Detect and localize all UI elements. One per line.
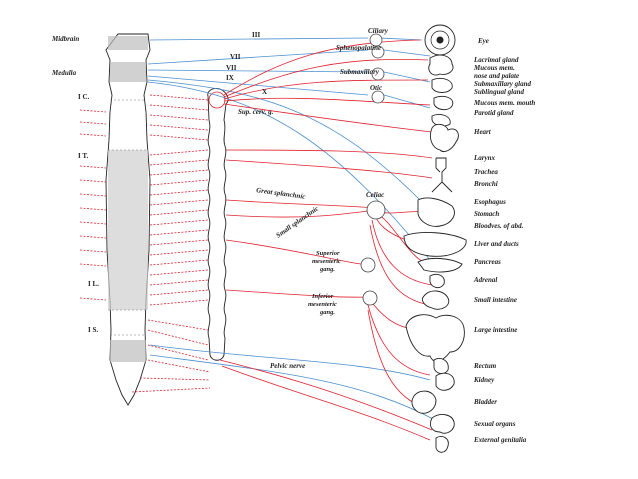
ganglia	[360, 33, 386, 306]
sup-mes-label-2: mesenteric	[312, 258, 341, 265]
trachea-icon	[431, 157, 453, 193]
superior-mesenteric-ganglion	[360, 257, 376, 273]
organ-label: Liver and ducts	[473, 240, 519, 248]
submaxillary-ganglion	[371, 67, 385, 81]
organ-label: Mucous mem. mouth	[473, 99, 535, 107]
organ-label: Eye	[477, 37, 489, 45]
sup-mes-label-1: Superior	[316, 250, 340, 257]
inf-mes-label-2: mesenteric	[308, 301, 337, 308]
sympathetic-chain	[207, 87, 229, 361]
organ-label: Large intestine	[473, 326, 517, 334]
celiac-label: Celiac	[366, 191, 384, 199]
genitalia-icon	[435, 435, 449, 453]
inferior-mesenteric-ganglion	[362, 290, 378, 306]
organ-label: Bronchi	[473, 180, 498, 188]
cervical-1-label: I C.	[78, 93, 90, 101]
stomach-icon	[417, 197, 455, 227]
nerve-VII-label: VII	[226, 64, 237, 72]
pelvic-nerve-label: Pelvic nerve	[270, 362, 305, 370]
glands-icon	[428, 54, 454, 76]
sexual-organs-icon	[429, 414, 455, 434]
organ-label: Heart	[473, 128, 492, 136]
large-intestine-icon	[405, 314, 465, 362]
heart-icon	[429, 123, 459, 153]
organ-label: Larynx	[473, 154, 496, 162]
small-intestine-icon	[421, 290, 450, 310]
otic-label: Otic	[370, 84, 382, 92]
medulla-label: Medulla	[51, 69, 77, 77]
ciliary-label: Ciliary	[368, 27, 389, 35]
parasympathetic-fibres	[147, 37, 436, 421]
eye-icon	[424, 24, 456, 56]
organ-label: Rectum	[473, 362, 497, 370]
sacral-1-label: I S.	[88, 326, 98, 334]
organ-label: Stomach	[474, 210, 499, 218]
organ-label: Lacrimal gland	[473, 56, 519, 64]
organ-label: Parotid gland	[474, 109, 514, 117]
sup-mes-label-3: gang.	[319, 266, 335, 273]
rectum-icon	[433, 358, 449, 375]
organ-label: Adrenal	[473, 276, 497, 284]
sphenopalatine-ganglion	[371, 45, 385, 59]
nerve-VII-label-top: VII	[230, 53, 241, 61]
liver-icon	[403, 232, 467, 257]
organ-label: Small intestine	[474, 296, 517, 304]
nerve-X-label: X	[262, 88, 267, 96]
nerve-III-label: III	[252, 31, 260, 39]
great-splanchnic-label: Great splanchnic	[256, 186, 306, 201]
lumbar-1-label: I L.	[88, 280, 99, 288]
inf-mes-label-1: Inferior	[311, 293, 334, 300]
inf-mes-label-3: gang.	[319, 309, 335, 316]
superior-cervical-ganglion-label: Sup. cerv. g.	[238, 108, 274, 116]
organ-label: Pancreas	[474, 258, 501, 266]
organ-label: Sublingual gland	[474, 88, 524, 96]
organ-label: Mucous mem.	[473, 64, 515, 72]
pancreas-icon	[417, 257, 463, 273]
organ-label: Submaxillary gland	[474, 80, 531, 88]
organ-sketches	[403, 24, 467, 453]
organ-label: Bladder	[473, 398, 497, 406]
nerve-IX-label: IX	[226, 74, 234, 82]
otic-ganglion	[371, 90, 385, 104]
thoracic-1-label: I T.	[78, 152, 88, 160]
organ-labels: Eye Lacrimal gland Mucous mem. nose and …	[473, 37, 535, 444]
submaxillary-ganglion-label: Submaxillary	[340, 68, 380, 76]
sphenopalatine-label: Sphenopalatine	[336, 44, 381, 52]
preganglionic-fibres	[79, 94, 211, 393]
organ-label: Bloodves. of abd.	[473, 222, 524, 230]
small-splanchnic-label: Small splanchnic	[275, 204, 321, 239]
celiac-ganglion	[366, 200, 386, 220]
organ-label: Trachea	[474, 168, 498, 176]
spinal-cord	[105, 33, 151, 406]
bladder-icon	[411, 390, 437, 414]
organ-label: Sexual organs	[474, 420, 516, 428]
organ-label: Kidney	[473, 376, 495, 384]
midbrain-label: Midbrain	[51, 35, 79, 43]
sympathetic-fibres	[219, 39, 433, 441]
adrenal-icon	[429, 273, 445, 289]
organ-label: External genitalia	[473, 436, 527, 444]
organ-label: nose and palate	[474, 72, 519, 80]
organ-label: Esophagus	[473, 198, 506, 206]
kidney-icon	[435, 372, 455, 391]
